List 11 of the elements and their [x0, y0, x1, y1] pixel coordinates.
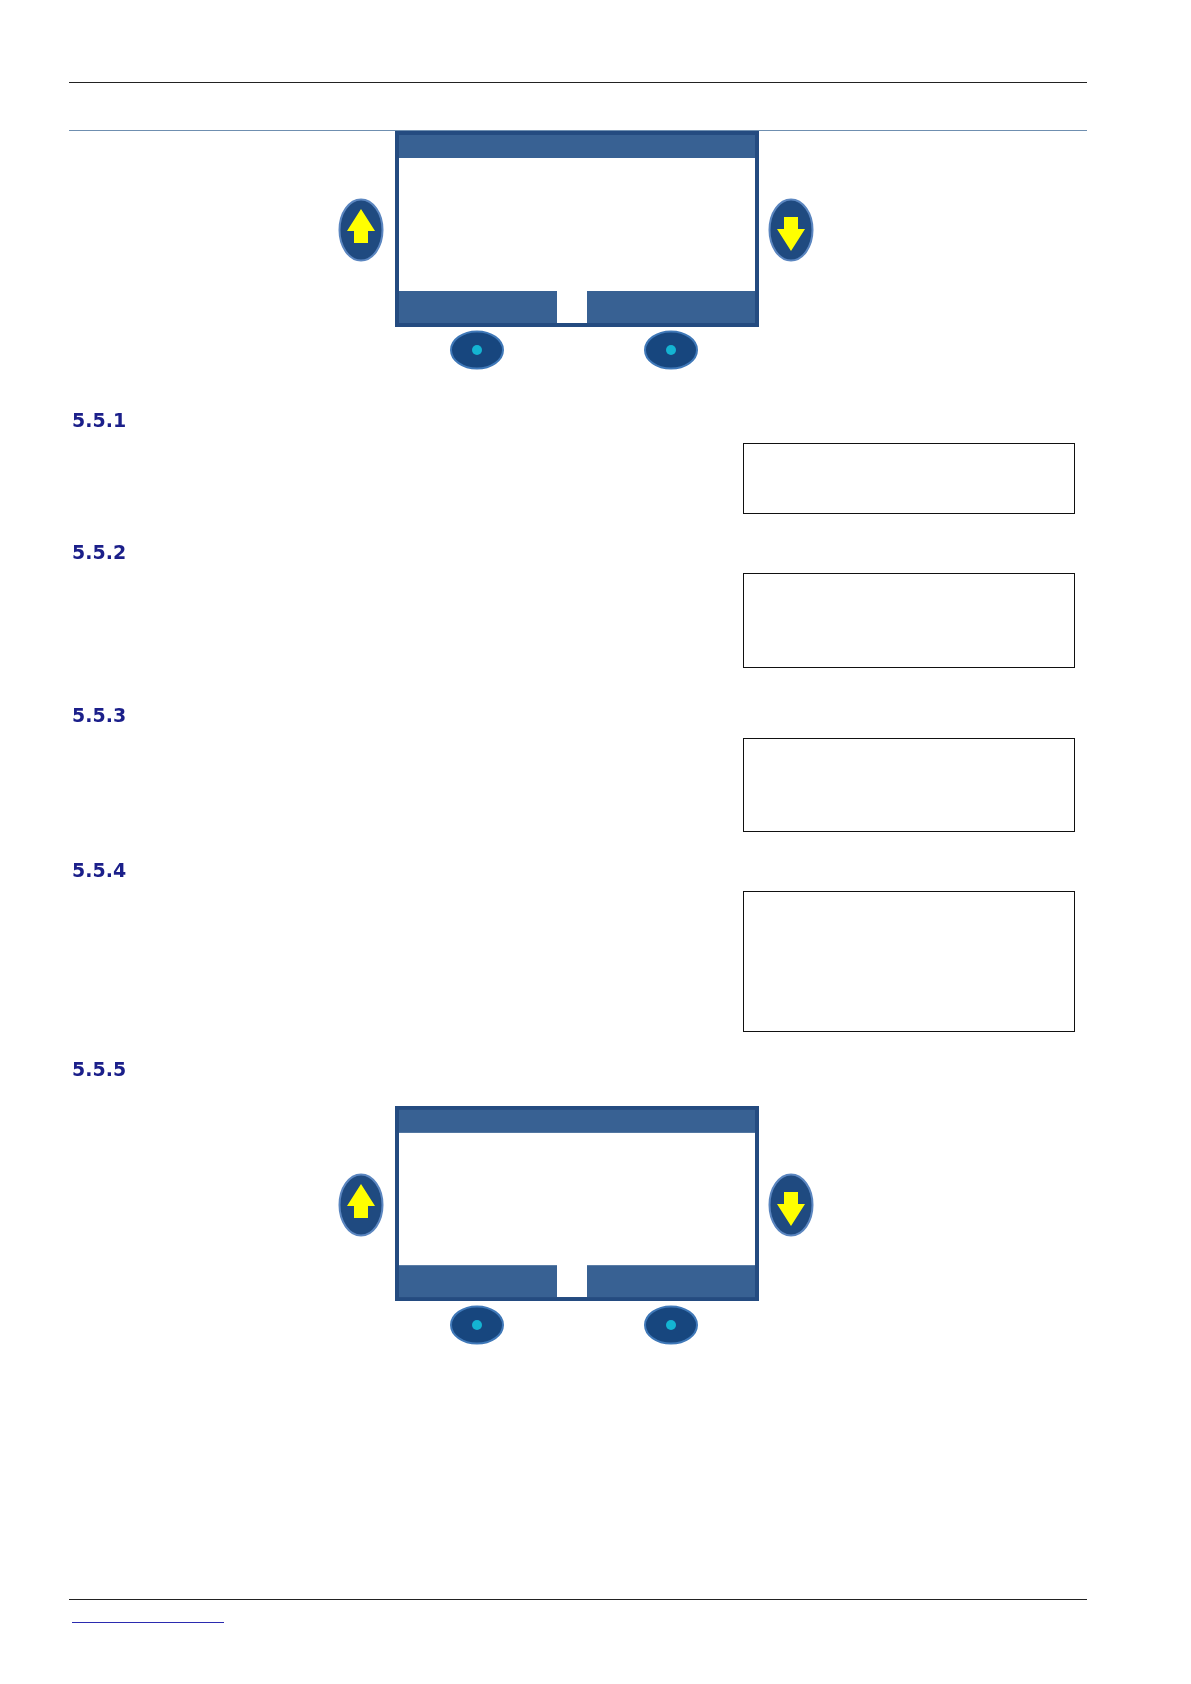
empty-frame	[743, 573, 1075, 668]
section-number: 5.5.3	[72, 703, 127, 727]
section-number: 5.5.2	[72, 540, 127, 564]
section-number: 5.5.1	[72, 408, 127, 432]
section-number: 5.5.4	[72, 858, 127, 882]
display-screen	[395, 131, 759, 327]
empty-frame	[743, 738, 1075, 832]
empty-frame	[743, 443, 1075, 514]
section-number: 5.5.5	[72, 1057, 127, 1081]
empty-frame	[743, 891, 1075, 1032]
display-screen	[395, 1106, 759, 1301]
